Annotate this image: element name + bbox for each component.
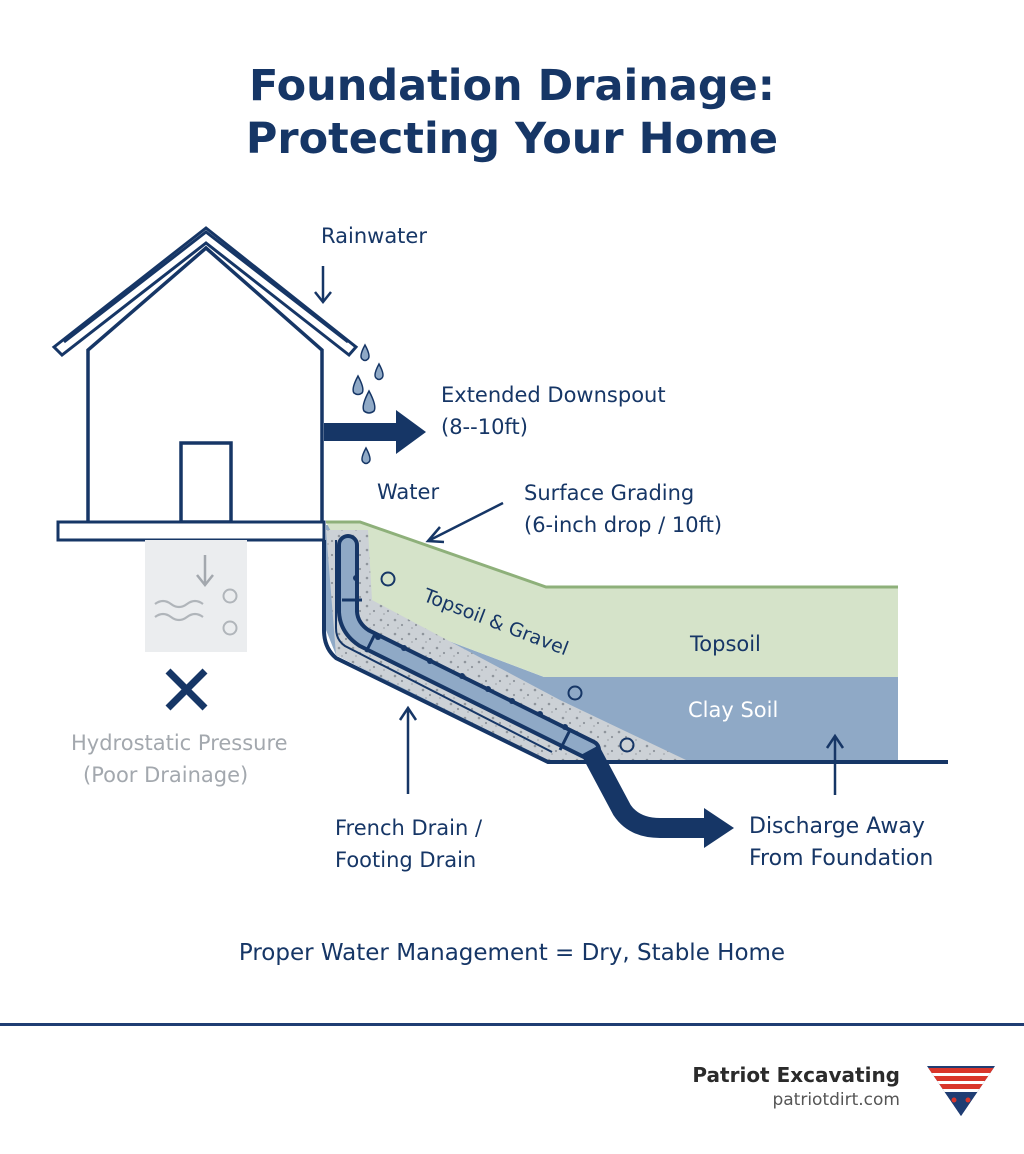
discharge-arrow-head <box>704 808 734 848</box>
grading-label-line-1: Surface Grading <box>524 481 695 505</box>
hydrostatic-label-line-1: Hydrostatic Pressure <box>71 731 288 755</box>
discharge-label-line-1: Discharge Away <box>749 814 925 839</box>
page-title-line-2: Protecting Your Home <box>245 114 779 164</box>
water-bubbles <box>380 571 635 753</box>
footing-drain-outline <box>322 540 948 764</box>
hydrostatic-pressure-zone <box>145 540 247 652</box>
x-mark-icon <box>165 668 208 711</box>
page-title-line-1: Foundation Drainage: <box>248 61 776 111</box>
clay-soil-label: Clay Soil <box>688 698 779 722</box>
grading-label-line-2: (6-inch drop / 10ft) <box>524 513 723 537</box>
french-drain-label-line-1: French Drain / <box>335 816 483 840</box>
grass-line <box>326 520 898 589</box>
french-drain-arrow <box>398 705 418 794</box>
topsoil-label: Topsoil <box>690 632 761 656</box>
footer-divider <box>0 1023 1024 1026</box>
water-drop-icon <box>352 343 384 465</box>
pressure-bubbles <box>222 588 238 636</box>
pipe-joints <box>342 598 572 751</box>
downspout-arrow <box>324 410 426 454</box>
french-drain-label-line-2: Footing Drain <box>335 848 477 872</box>
house-outline-icon <box>51 226 359 542</box>
water-waves-icon <box>154 599 204 622</box>
hydrostatic-arrow-icon <box>196 555 214 588</box>
pipe-perforations <box>353 575 568 730</box>
rainwater-label: Rainwater <box>321 224 427 248</box>
rainwater-arrow <box>314 266 332 305</box>
drainage-diagram <box>51 226 948 848</box>
downspout-label-line-1: Extended Downspout <box>441 383 666 407</box>
patriot-shield-logo <box>927 1066 995 1116</box>
footing-drain-inner <box>335 540 553 753</box>
perforated-pipe-core <box>341 538 597 757</box>
grading-arrow <box>425 501 504 544</box>
brand-url: patriotdirt.com <box>772 1090 900 1110</box>
clay-pressure-arrow <box>825 733 845 795</box>
brand-name: Patriot Excavating <box>692 1063 900 1087</box>
discharge-pipe <box>581 745 708 838</box>
tagline: Proper Water Management = Dry, Stable Ho… <box>238 940 786 966</box>
discharge-label-line-2: From Foundation <box>749 846 934 871</box>
downspout-label-line-2: (8--10ft) <box>441 415 528 439</box>
hydrostatic-label-line-2: (Poor Drainage) <box>83 763 249 787</box>
water-label: Water <box>377 480 440 504</box>
